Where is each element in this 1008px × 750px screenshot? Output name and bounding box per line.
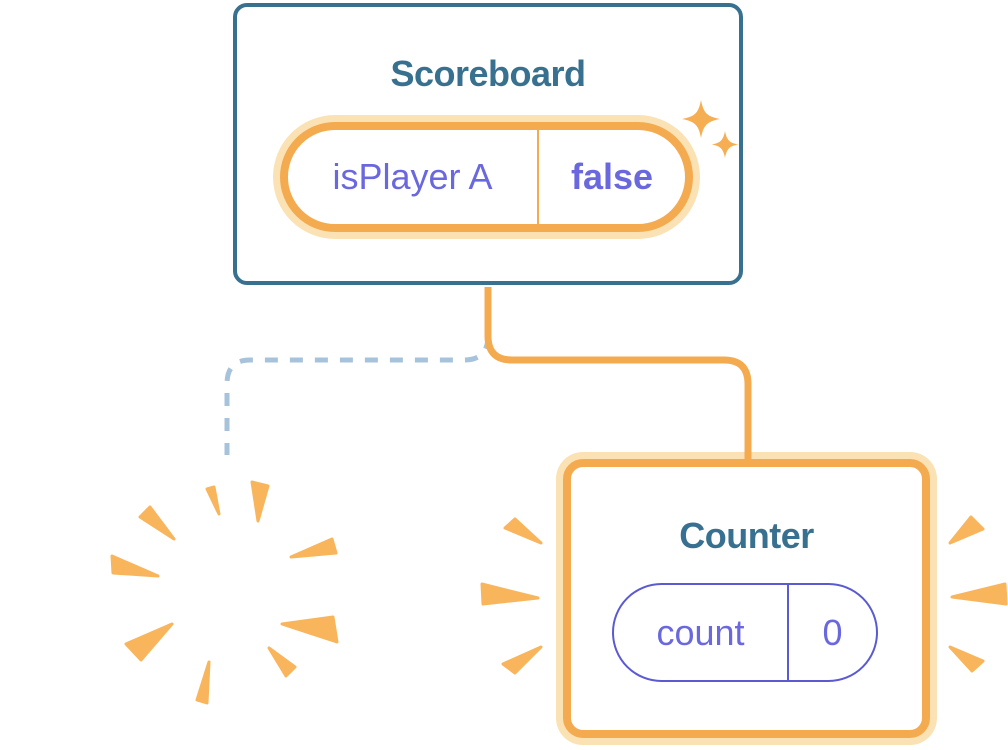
state-value: 0	[822, 611, 843, 653]
connector-destroyed-dashed-line	[224, 335, 491, 455]
state-name: count	[656, 611, 745, 653]
counter-component-card: Counter count 0	[563, 459, 930, 738]
connector-active-line	[484, 287, 752, 467]
scoreboard-state-pill: isPlayer A false	[280, 122, 693, 232]
pill-divider	[787, 585, 789, 680]
counter-state-pill: count 0	[612, 583, 878, 682]
state-name: isPlayer A	[332, 156, 493, 197]
state-value: false	[570, 156, 654, 197]
scoreboard-component-card: Scoreboard isPlayer A false	[233, 3, 743, 285]
pill-divider	[537, 130, 539, 224]
scoreboard-title: Scoreboard	[390, 53, 586, 94]
destroyed-component-card	[88, 460, 365, 726]
counter-title: Counter	[679, 515, 814, 556]
